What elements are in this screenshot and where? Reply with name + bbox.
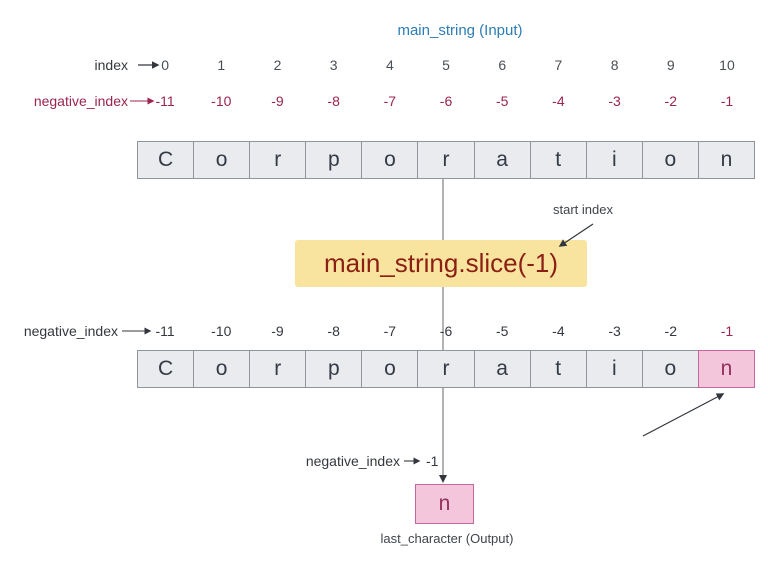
highlight-cell-arrow <box>642 393 725 437</box>
string-cell-highlighted: n <box>697 350 756 388</box>
negative-index-value: -4 <box>552 323 565 339</box>
negative-index-value: -3 <box>608 323 621 339</box>
string-cell: n <box>697 141 756 179</box>
negative-index-value: -7 <box>383 323 397 339</box>
index-value: 4 <box>385 57 394 73</box>
index-value: 5 <box>442 57 450 73</box>
input-title: main_string (Input) <box>397 22 523 39</box>
string-cell: o <box>193 350 251 388</box>
index-value: 10 <box>719 57 735 73</box>
string-cell: r <box>249 350 307 388</box>
index-row-label: index <box>94 57 128 73</box>
negative-index-value: -8 <box>327 93 340 109</box>
string-cell: o <box>361 141 419 179</box>
string-cell: r <box>249 141 307 179</box>
negative-index-value: -3 <box>608 93 621 109</box>
input-string-box: C o r p o r a t i o n <box>137 141 756 179</box>
index-value: 3 <box>329 57 338 73</box>
index-value: 9 <box>666 57 675 73</box>
string-cell: t <box>529 141 587 179</box>
negative-index-value: -2 <box>664 93 677 109</box>
index-value: 1 <box>217 57 226 73</box>
output-title: last_character (Output) <box>380 531 514 546</box>
index-value: 6 <box>498 57 507 73</box>
negative-index-value: -6 <box>439 323 453 339</box>
negative-index-value: -5 <box>495 93 509 109</box>
negative-index-value: -11 <box>155 323 175 339</box>
string-cell: p <box>305 350 363 388</box>
index-value: 0 <box>161 57 169 73</box>
string-cell: r <box>417 350 475 388</box>
negative-index-value: -1 <box>720 93 734 109</box>
negative-index-value: -10 <box>211 93 232 109</box>
string-cell: o <box>193 141 251 179</box>
string-cell: C <box>137 350 195 388</box>
string-cell: o <box>641 350 699 388</box>
string-cell: C <box>137 141 195 179</box>
string-cell: o <box>641 141 699 179</box>
negative-index-value: -11 <box>155 93 175 109</box>
string-cell: o <box>361 350 419 388</box>
result-string-box: C o r p o r a t i o n <box>137 350 756 388</box>
negative-index-value: -8 <box>327 323 340 339</box>
negative-index-value: -7 <box>383 93 397 109</box>
index-row: 0 1 2 3 4 5 6 7 8 9 10 <box>137 56 755 74</box>
string-cell: r <box>417 141 475 179</box>
negative-index-row-top: -11 -10 -9 -8 -7 -6 -5 -4 -3 -2 -1 <box>137 92 755 110</box>
start-index-label: start index <box>553 202 613 217</box>
negative-index-value: -10 <box>211 323 232 339</box>
callout-negative-index-label: negative_index <box>305 453 400 469</box>
callout-negative-index-value: -1 <box>426 453 439 469</box>
negative-index-value-highlight: -1 <box>720 323 734 339</box>
negative-index-value: -2 <box>664 323 677 339</box>
negative-index-row-mid: -11 -10 -9 -8 -7 -6 -5 -4 -3 -2 -1 <box>137 322 755 340</box>
negative-index-row-label-top: negative_index <box>33 93 128 109</box>
output-character-box: n <box>415 484 474 524</box>
negative-index-row-label-mid: negative_index <box>23 323 118 339</box>
string-cell: i <box>585 350 643 388</box>
string-cell: a <box>473 141 531 179</box>
string-cell: a <box>473 350 531 388</box>
string-cell: t <box>529 350 587 388</box>
vertical-connector-arrowhead <box>439 475 447 483</box>
string-cell: i <box>585 141 643 179</box>
negative-index-value: -5 <box>495 323 509 339</box>
slice-call-box: main_string.slice(-1) <box>295 240 587 287</box>
index-value: 8 <box>610 57 619 73</box>
negative-index-value: -4 <box>552 93 565 109</box>
negative-index-value: -9 <box>271 323 284 339</box>
index-value: 2 <box>273 57 282 73</box>
string-cell: p <box>305 141 363 179</box>
negative-index-value: -6 <box>439 93 453 109</box>
index-value: 7 <box>554 57 563 73</box>
negative-index-value: -9 <box>271 93 284 109</box>
